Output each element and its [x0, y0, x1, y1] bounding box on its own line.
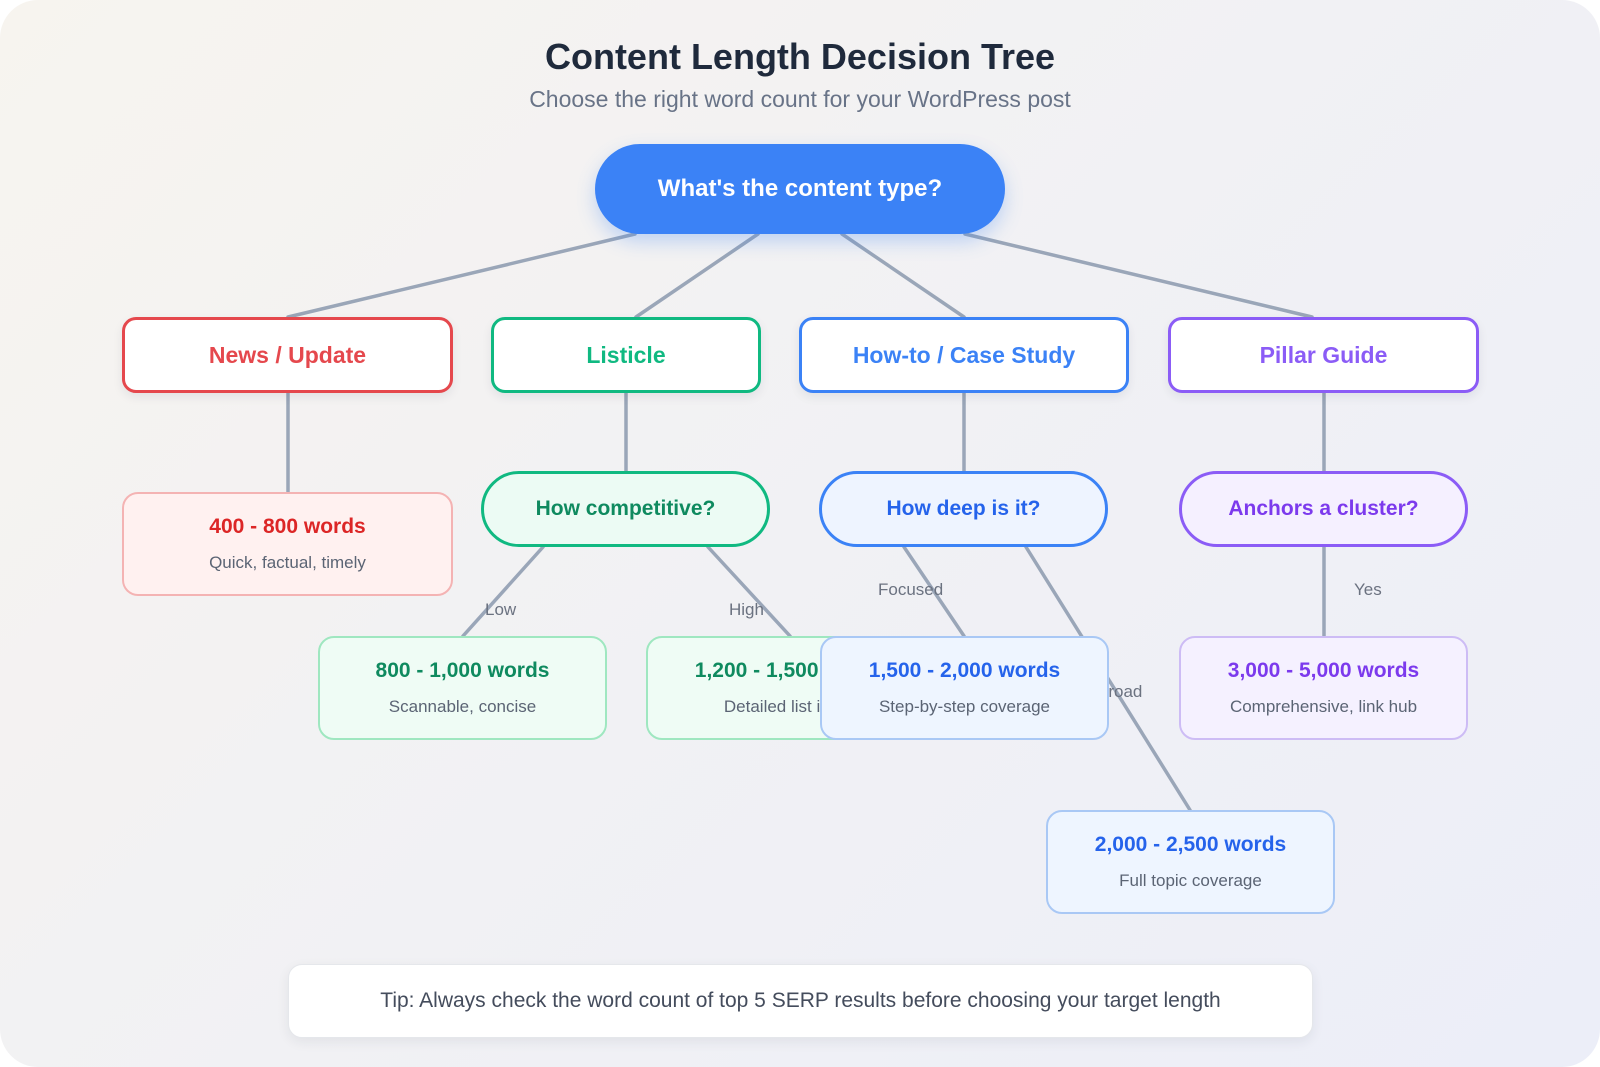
category-news-update: News / Update: [122, 317, 453, 393]
edge-root-news: [286, 232, 637, 319]
tip-text: Tip: Always check the word count of top …: [380, 989, 1221, 1012]
result-word-count: 3,000 - 5,000 words: [1227, 659, 1420, 682]
result-word-count: 1,500 - 2,000 words: [868, 659, 1061, 682]
result-word-count: 2,000 - 2,500 words: [1094, 833, 1287, 856]
result-howto-focused: 1,500 - 2,000 words Step-by-step coverag…: [820, 636, 1109, 740]
category-pillar-guide: Pillar Guide: [1168, 317, 1479, 393]
question-anchors-cluster: Anchors a cluster?: [1179, 471, 1468, 547]
result-description: Scannable, concise: [388, 697, 537, 716]
edge-root-howto: [840, 232, 966, 319]
category-label: News / Update: [208, 341, 367, 368]
category-howto-case-study: How-to / Case Study: [799, 317, 1129, 393]
category-label: Listicle: [586, 341, 666, 368]
result-news: 400 - 800 words Quick, factual, timely: [122, 492, 453, 596]
edge-howto-focused: [902, 545, 966, 638]
edge-label-focused: Focused: [878, 580, 944, 599]
question-label: Anchors a cluster?: [1228, 497, 1419, 520]
result-description: Step-by-step coverage: [878, 697, 1051, 716]
page-subtitle: Choose the right word count for your Wor…: [529, 86, 1071, 112]
result-description: Full topic coverage: [1119, 871, 1262, 890]
page-title: Content Length Decision Tree: [544, 36, 1056, 77]
category-label: Pillar Guide: [1259, 341, 1388, 368]
result-word-count: 400 - 800 words: [209, 515, 366, 538]
question-how-competitive: How competitive?: [481, 471, 770, 547]
edge-root-pillar: [963, 232, 1314, 319]
root-question-label: What's the content type?: [657, 175, 943, 202]
edge-label-high: High: [729, 600, 764, 619]
question-label: How deep is it?: [886, 497, 1041, 520]
category-label: How-to / Case Study: [852, 341, 1076, 368]
result-description: Quick, factual, timely: [209, 553, 366, 572]
question-how-deep: How deep is it?: [819, 471, 1108, 547]
result-description: Comprehensive, link hub: [1229, 697, 1418, 716]
edge-root-listicle: [634, 232, 760, 319]
category-listicle: Listicle: [491, 317, 761, 393]
result-pillar-yes: 3,000 - 5,000 words Comprehensive, link …: [1179, 636, 1468, 740]
result-listicle-low: 800 - 1,000 words Scannable, concise: [318, 636, 607, 740]
question-label: How competitive?: [535, 497, 716, 520]
root-question-node: What's the content type?: [595, 144, 1005, 234]
edge-label-yes: Yes: [1354, 580, 1382, 599]
tip-box: Tip: Always check the word count of top …: [288, 964, 1313, 1038]
result-howto-broad: 2,000 - 2,500 words Full topic coverage: [1046, 810, 1335, 914]
edge-listicle-low: [461, 545, 545, 638]
result-word-count: 800 - 1,000 words: [375, 659, 550, 682]
edge-label-low: Low: [485, 600, 517, 619]
edge-listicle-high: [706, 545, 792, 638]
